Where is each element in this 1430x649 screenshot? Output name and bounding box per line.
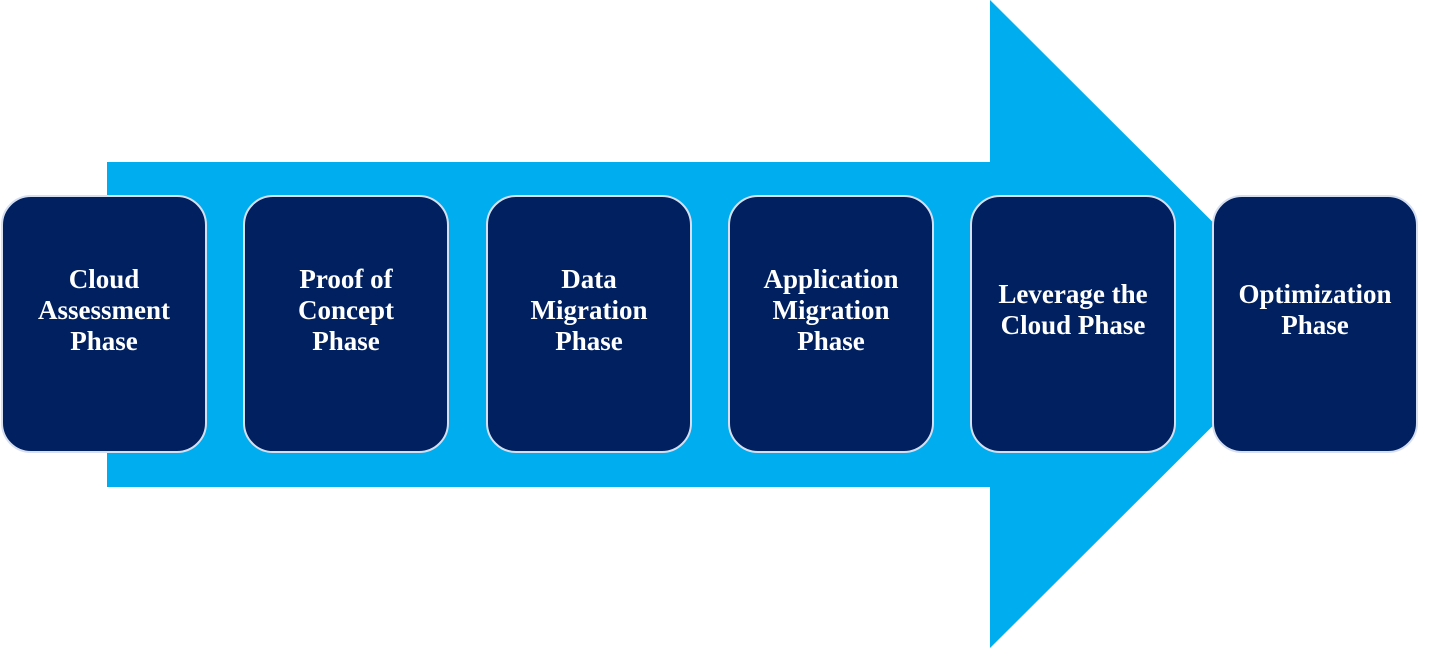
phase-box-leverage-the-cloud: Leverage the Cloud Phase — [970, 195, 1176, 453]
phase-label: Proof of Concept Phase — [298, 263, 394, 356]
phase-label: Leverage the Cloud Phase — [998, 279, 1148, 340]
phase-box-data-migration: Data Migration Phase — [486, 195, 692, 453]
arrow-shape — [107, 0, 1315, 648]
phase-label: Optimization Phase — [1238, 279, 1392, 340]
phase-label: Data Migration Phase — [530, 263, 648, 356]
phase-box-application-migration: Application Migration Phase — [728, 195, 934, 453]
phase-label: Cloud Assessment Phase — [38, 263, 170, 356]
phase-box-proof-of-concept: Proof of Concept Phase — [243, 195, 449, 453]
phase-box-optimization: Optimization Phase — [1212, 195, 1418, 453]
phase-box-cloud-assessment: Cloud Assessment Phase — [1, 195, 207, 453]
phase-label: Application Migration Phase — [763, 263, 899, 356]
